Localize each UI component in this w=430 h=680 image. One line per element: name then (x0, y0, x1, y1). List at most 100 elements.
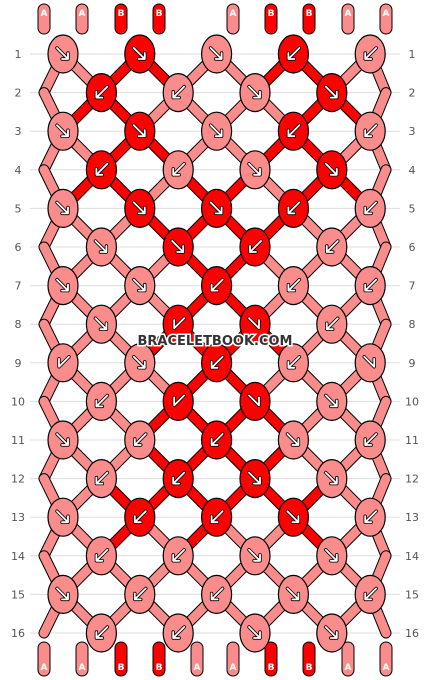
knot (239, 227, 271, 267)
knot (47, 574, 79, 615)
arrow-icon (133, 587, 147, 601)
arrow-icon (132, 278, 146, 292)
row-label-left: 2 (15, 87, 22, 100)
knot-grid (47, 34, 386, 653)
bottom-strand-label: B (268, 663, 275, 673)
row-label-right: 14 (405, 550, 419, 563)
knot (85, 613, 118, 653)
bottom-strand-label: B (156, 663, 163, 673)
knot (316, 459, 348, 499)
arrow-icon (210, 278, 224, 292)
knot (354, 574, 386, 615)
arrow-icon (286, 587, 300, 601)
row-label-right: 10 (405, 395, 419, 408)
arrow-icon (56, 278, 69, 292)
knot (162, 381, 194, 421)
arrow-icon (287, 201, 301, 215)
arrow-icon (132, 201, 146, 215)
arrow-icon (248, 85, 261, 99)
arrow-icon (364, 433, 378, 446)
row-label-left: 4 (15, 164, 22, 177)
knot (85, 459, 118, 499)
top-strand-label: A (345, 9, 352, 19)
row-label-right: 15 (405, 588, 419, 601)
arrow-icon (209, 47, 223, 60)
arrow-icon (249, 240, 262, 253)
row-label-right: 13 (405, 511, 419, 524)
arrow-icon (95, 471, 109, 485)
knot (85, 227, 118, 267)
arrow-icon (248, 548, 261, 562)
watermark-text: BRACELETBOOK.COM (138, 334, 293, 349)
knot (277, 574, 309, 615)
row-label-left: 14 (11, 550, 25, 563)
knot (47, 497, 79, 537)
knot (124, 34, 156, 74)
row-label-left: 3 (15, 125, 22, 138)
knot (85, 72, 118, 113)
knot (201, 266, 233, 306)
arrow-icon (58, 355, 70, 368)
arrow-icon (56, 201, 69, 215)
knot (47, 266, 79, 306)
knot (201, 34, 233, 74)
arrow-icon (210, 433, 224, 446)
knot (277, 420, 309, 460)
arrow-icon (133, 433, 147, 446)
knot (354, 188, 386, 228)
top-strand-label: A (41, 9, 48, 19)
arrow-icon (324, 626, 338, 639)
arrow-icon (248, 394, 260, 407)
knot (316, 381, 348, 421)
knot (162, 150, 194, 190)
knot (354, 111, 386, 151)
knot (124, 497, 156, 537)
row-label-right: 8 (409, 318, 416, 331)
knot (316, 227, 348, 267)
row-label-right: 1 (409, 48, 416, 61)
arrow-icon (248, 162, 261, 176)
knot (354, 420, 386, 460)
arrow-icon (209, 201, 223, 215)
arrow-icon (287, 355, 301, 369)
arrow-icon (56, 124, 69, 138)
bottom-strand-label: B (306, 663, 313, 673)
bottom-strand-label: A (383, 663, 390, 673)
row-label-right: 12 (405, 473, 419, 486)
top-strand-label: A (383, 9, 390, 19)
knot (277, 343, 309, 383)
knot (162, 459, 194, 499)
arrow-icon (248, 471, 261, 485)
arrow-icon (210, 587, 224, 601)
arrow-icon (364, 510, 378, 524)
knot (354, 34, 386, 74)
arrow-icon (287, 278, 301, 292)
row-label-right: 7 (409, 280, 416, 293)
bottom-strand-label: A (345, 663, 352, 673)
arrow-icon (56, 587, 69, 601)
knot (201, 188, 233, 228)
knot (239, 304, 271, 344)
arrow-icon (95, 626, 109, 639)
knot (47, 111, 79, 151)
knot (201, 574, 233, 615)
knot (277, 497, 309, 537)
row-label-left: 1 (15, 48, 22, 61)
row-label-left: 15 (11, 588, 25, 601)
knot (47, 343, 79, 383)
top-strand-label: B (268, 9, 275, 19)
knot (85, 304, 118, 344)
row-label-left: 11 (11, 434, 25, 447)
knot (239, 536, 271, 576)
row-label-left: 9 (15, 357, 22, 370)
arrow-icon (133, 510, 147, 524)
knot (277, 111, 309, 151)
bottom-strand-label: A (79, 663, 86, 673)
knot (124, 266, 156, 306)
arrow-icon (325, 240, 339, 253)
arrow-icon (286, 433, 300, 446)
arrow-icon (324, 548, 338, 562)
knot (124, 574, 156, 615)
arrow-icon (56, 510, 69, 524)
